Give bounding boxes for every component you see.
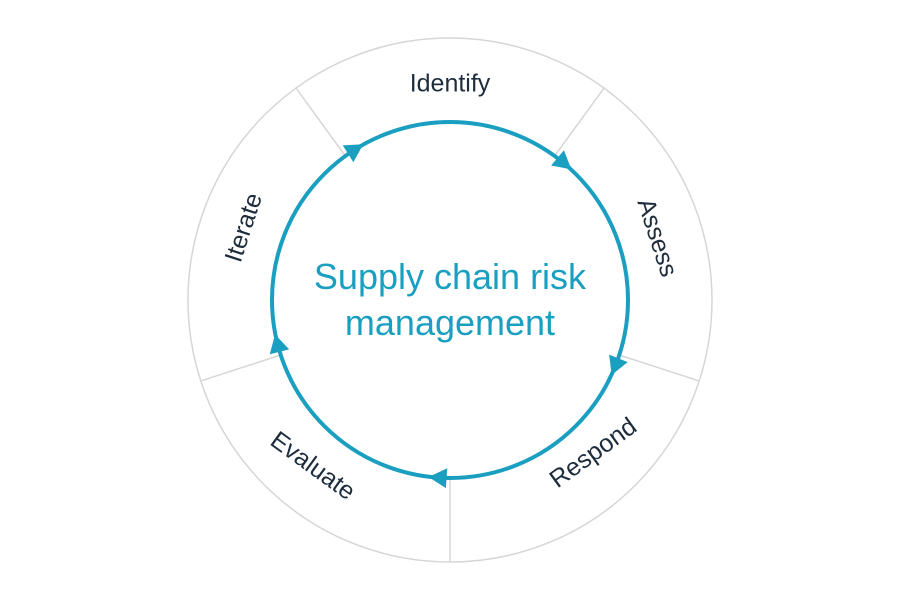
segment-divider <box>295 87 346 157</box>
cycle-arrowhead <box>269 334 290 355</box>
cycle-arrowhead <box>342 144 364 163</box>
segment-divider <box>554 87 605 157</box>
stage-label-identify: Identify <box>410 70 491 98</box>
cycle-arrowhead <box>609 354 628 376</box>
segment-divider <box>619 354 700 382</box>
diagram-title-line-1: Supply chain risk <box>314 256 587 297</box>
cycle-arrowhead <box>551 150 572 170</box>
cycle-circle <box>270 120 630 480</box>
stage-label-evaluate: Evaluate <box>265 426 360 506</box>
cycle-arrows <box>269 144 628 489</box>
segment-dividers <box>200 87 700 562</box>
segment-divider <box>200 354 281 382</box>
stage-label-iterate: Iterate <box>219 190 268 266</box>
cycle-arrowhead <box>428 468 448 489</box>
stage-label-respond: Respond <box>544 412 641 493</box>
stage-label-assess: Assess <box>632 195 684 280</box>
diagram-title-line-2: management <box>345 302 555 343</box>
